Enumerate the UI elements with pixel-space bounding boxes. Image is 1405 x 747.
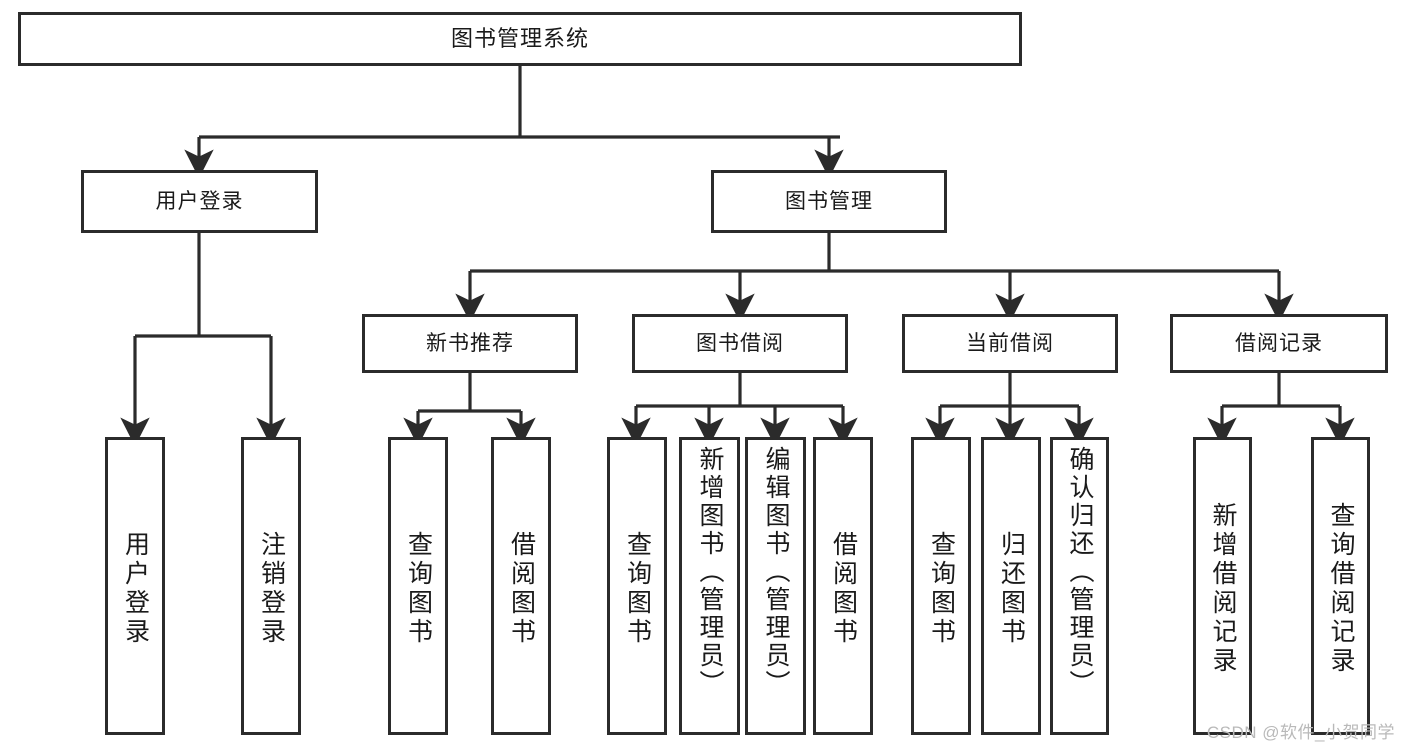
node-book-manage[interactable]: 图书管理: [711, 170, 947, 233]
node-label: 查询借阅记录: [1327, 502, 1355, 676]
leaf-edit-book-admin[interactable]: 编辑图书（管理员）: [745, 437, 806, 735]
node-label: 编辑图书（管理员）: [762, 446, 790, 698]
node-label: 查询图书: [927, 531, 956, 647]
node-label: 借阅图书: [829, 531, 858, 647]
leaf-return-book[interactable]: 归还图书: [981, 437, 1041, 735]
node-book-borrow[interactable]: 图书借阅: [632, 314, 848, 373]
node-label: 用户登录: [121, 531, 150, 647]
node-borrow-record[interactable]: 借阅记录: [1170, 314, 1388, 373]
node-label: 图书借阅: [696, 331, 784, 355]
node-label: 查询图书: [623, 531, 652, 647]
node-label: 借阅图书: [507, 531, 536, 647]
node-label: 借阅记录: [1235, 331, 1323, 355]
node-label: 当前借阅: [966, 331, 1054, 355]
node-user-login[interactable]: 用户登录: [81, 170, 318, 233]
leaf-query-book-borrow[interactable]: 查询图书: [607, 437, 667, 735]
leaf-user-login[interactable]: 用户登录: [105, 437, 165, 735]
node-label: 确认归还（管理员）: [1066, 446, 1094, 698]
leaf-query-book-current[interactable]: 查询图书: [911, 437, 971, 735]
leaf-add-book-admin[interactable]: 新增图书（管理员）: [679, 437, 740, 735]
node-new-book-recommendation[interactable]: 新书推荐: [362, 314, 578, 373]
node-label: 查询图书: [404, 531, 433, 647]
leaf-query-book-recommend[interactable]: 查询图书: [388, 437, 448, 735]
node-label: 用户登录: [155, 189, 244, 213]
leaf-logout-login[interactable]: 注销登录: [241, 437, 301, 735]
node-label: 图书管理: [785, 189, 873, 213]
node-label: 图书管理系统: [450, 25, 589, 51]
leaf-borrow-book[interactable]: 借阅图书: [813, 437, 873, 735]
leaf-confirm-return-admin[interactable]: 确认归还（管理员）: [1050, 437, 1109, 735]
node-label: 新增图书（管理员）: [696, 446, 724, 698]
node-label: 新书推荐: [426, 331, 514, 355]
leaf-query-borrow-record[interactable]: 查询借阅记录: [1311, 437, 1370, 735]
node-current-borrow[interactable]: 当前借阅: [902, 314, 1118, 373]
node-label: 归还图书: [997, 531, 1026, 647]
node-root-book-management-system[interactable]: 图书管理系统: [18, 12, 1022, 66]
node-label: 新增借阅记录: [1209, 502, 1237, 676]
leaf-add-borrow-record[interactable]: 新增借阅记录: [1193, 437, 1252, 735]
node-label: 注销登录: [257, 531, 286, 647]
leaf-borrow-book-recommend[interactable]: 借阅图书: [491, 437, 551, 735]
